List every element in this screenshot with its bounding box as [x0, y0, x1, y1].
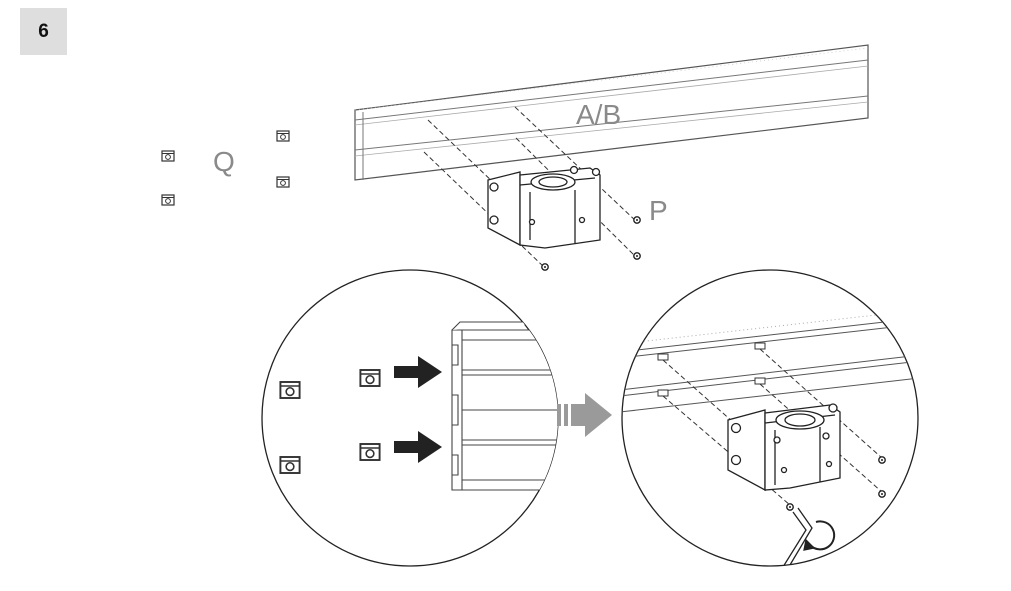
t-nut-label: Q: [213, 146, 235, 177]
insert-arrow: [394, 356, 442, 463]
rail-end-profile: [451, 321, 558, 491]
rail-close-up: [622, 309, 918, 413]
next-step-arrow: [557, 393, 612, 437]
step-number-badge: 6: [20, 8, 67, 55]
pole-clamp-bracket: [487, 165, 601, 249]
step-number: 6: [38, 20, 49, 42]
alignment-lines: [423, 106, 638, 269]
screw-label: P: [649, 195, 668, 226]
hex-key: [777, 507, 836, 566]
rail-label: A/B: [576, 99, 622, 130]
pole-clamp-bracket-detail: [727, 403, 841, 492]
mounting-rail: [354, 44, 869, 181]
